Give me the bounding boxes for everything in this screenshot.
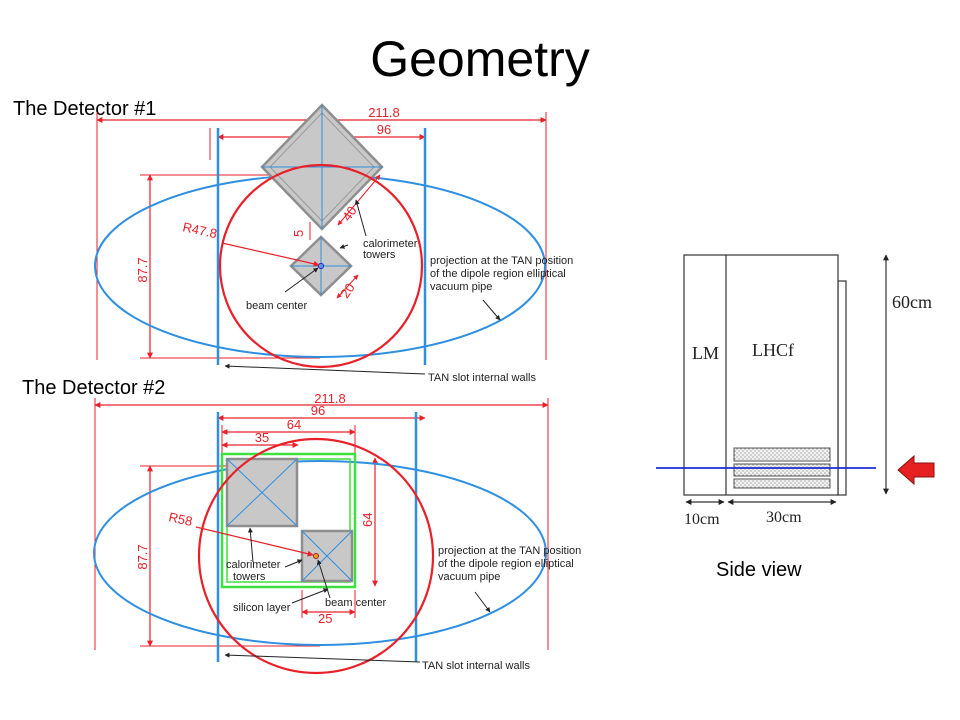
side-calorimeter-block-2 xyxy=(733,463,831,477)
d2-label-projection-3: vacuum pipe xyxy=(438,571,500,583)
side-calorimeter-block-3 xyxy=(733,478,831,489)
d1-beam-circle xyxy=(218,163,424,369)
detector2-diagram: 211.8 96 64 35 87.7 64 25 xyxy=(93,391,581,675)
page-title: Geometry xyxy=(370,31,590,87)
d2-label-tan-walls: TAN slot internal walls xyxy=(422,660,530,672)
d1-dim-outer: 211.8 xyxy=(368,105,400,120)
d1-label-calorimeter: calorimeter xyxy=(363,238,418,250)
d1-dim-large: 40 xyxy=(339,203,360,223)
d2-label-beam-center: beam center xyxy=(325,597,386,609)
d1-label-tan-walls: TAN slot internal walls xyxy=(428,372,536,384)
side-label-lhcf: LHCf xyxy=(752,340,794,360)
side-view-diagram: LM LHCf 60cm 10cm 30cm xyxy=(656,254,935,528)
side-label-lm: LM xyxy=(692,343,719,363)
d2-label-projection-2: of the dipole region elliptical xyxy=(438,558,574,570)
beam-direction-arrow-icon xyxy=(897,454,935,486)
d1-label-projection-3: vacuum pipe xyxy=(430,281,492,293)
d1-dim-small: 20 xyxy=(337,280,358,300)
d2-pipe-ellipse xyxy=(93,460,547,646)
d1-dim-height: 87.7 xyxy=(135,257,150,282)
side-dim-lhcf: 30cm xyxy=(766,509,802,526)
d1-dim-gap: 5 xyxy=(291,230,306,237)
d1-label-towers: towers xyxy=(363,249,396,261)
d2-dim-outer: 211.8 xyxy=(314,391,346,406)
d2-dim-64-top: 64 xyxy=(287,417,301,432)
side-dim-height: 60cm xyxy=(892,292,932,312)
d2-dim-35: 35 xyxy=(255,430,269,445)
d2-label-silicon: silicon layer xyxy=(233,602,291,614)
side-back-plate xyxy=(837,280,847,496)
side-view-label: Side view xyxy=(716,559,802,581)
d2-beam-center-dot xyxy=(313,553,319,559)
d2-dim-inner: 96 xyxy=(311,403,325,418)
d2-dim-64-side: 64 xyxy=(360,513,375,527)
detector2-label: The Detector #2 xyxy=(22,377,166,399)
side-calorimeter-block-1 xyxy=(733,447,831,462)
d1-dim-inner: 96 xyxy=(377,122,391,137)
d2-dim-height: 87.7 xyxy=(135,544,150,569)
d1-label-projection-2: of the dipole region elliptical xyxy=(430,268,566,280)
d2-radius: R58 xyxy=(167,509,193,529)
d2-dim-25: 25 xyxy=(318,611,332,626)
d1-radius: R47.8 xyxy=(181,219,218,241)
detector1-label: The Detector #1 xyxy=(13,98,157,120)
d2-label-projection-1: projection at the TAN position xyxy=(438,545,581,557)
detector1-diagram: 211.8 96 87.7 R47.8 5 40 xyxy=(94,103,573,384)
d2-silicon-layer xyxy=(220,452,357,589)
side-dim-lm: 10cm xyxy=(684,511,720,528)
d1-label-projection-1: projection at the TAN position xyxy=(430,255,573,267)
d2-label-towers: towers xyxy=(233,571,266,583)
d1-label-beam-center: beam center xyxy=(246,300,307,312)
d2-label-calorimeter: calorimeter xyxy=(226,559,281,571)
d2-beam-circle xyxy=(197,437,435,675)
